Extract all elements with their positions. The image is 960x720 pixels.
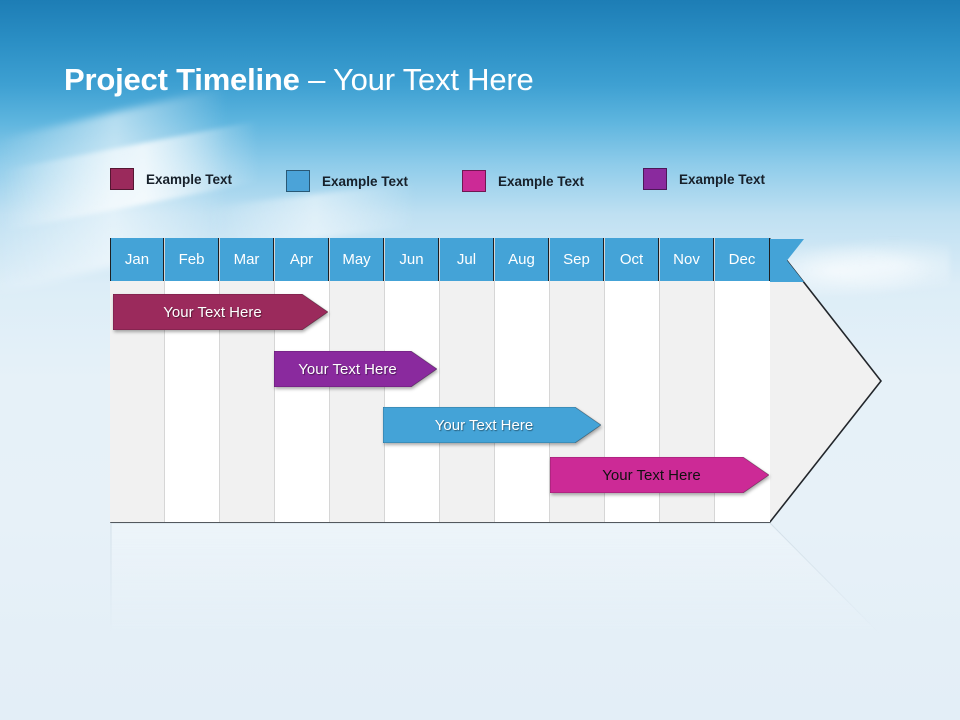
legend-swatch-4: [643, 168, 667, 190]
task-bar-2[interactable]: Your Text Here: [274, 351, 437, 387]
page-title: Project Timeline – Your Text Here: [64, 58, 534, 102]
task-bar-1[interactable]: Your Text Here: [113, 294, 328, 330]
legend-swatch-2: [286, 170, 310, 192]
task-bar-3[interactable]: Your Text Here: [383, 407, 601, 443]
legend-swatch-1: [110, 168, 134, 190]
month-header-may[interactable]: May: [330, 238, 384, 281]
month-column-jan: Jan: [110, 238, 165, 522]
legend-label-3: Example Text: [498, 173, 585, 189]
task-bar-shape-3: [383, 407, 601, 443]
month-header-feb[interactable]: Feb: [165, 238, 219, 281]
legend-label-1: Example Text: [146, 171, 233, 187]
task-bar-label-2: Your Text Here: [298, 360, 397, 378]
month-header-jun[interactable]: Jun: [385, 238, 439, 281]
task-bar-label-1: Your Text Here: [163, 303, 262, 321]
month-column-mar: Mar: [220, 238, 275, 522]
month-header-dec[interactable]: Dec: [715, 238, 770, 281]
legend-label-4: Example Text: [679, 171, 766, 187]
task-bar-label-3: Your Text Here: [434, 416, 534, 434]
task-bar-shape-4: [550, 457, 769, 493]
page-title-bold: Project Timeline: [64, 62, 300, 97]
month-column-aug: Aug: [495, 238, 550, 522]
reflection: [110, 523, 882, 635]
task-bar-shape-2: [274, 351, 437, 387]
month-header-nov[interactable]: Nov: [660, 238, 714, 281]
month-header-mar[interactable]: Mar: [220, 238, 274, 281]
page-title-rest: – Your Text Here: [299, 62, 534, 97]
task-bar-4[interactable]: Your Text Here: [550, 457, 769, 493]
legend-item-3[interactable]: Example Text: [462, 170, 584, 192]
legend-swatch-3: [462, 170, 486, 192]
month-header-sep[interactable]: Sep: [550, 238, 604, 281]
month-column-jul: Jul: [440, 238, 495, 522]
task-bar-label-4: Your Text Here: [602, 466, 701, 484]
month-column-feb: Feb: [165, 238, 220, 522]
legend: Example Text Example Text Example Text Exam…: [110, 160, 850, 206]
month-header-oct[interactable]: Oct: [605, 238, 659, 281]
legend-item-2[interactable]: Example Text: [286, 170, 408, 192]
month-header-aug[interactable]: Aug: [495, 238, 549, 281]
month-header-jul[interactable]: Jul: [440, 238, 494, 281]
legend-label-2: Example Text: [322, 173, 409, 189]
month-header-apr[interactable]: Apr: [275, 238, 329, 281]
month-header-jan[interactable]: Jan: [110, 238, 164, 281]
legend-item-4[interactable]: Example Text: [643, 168, 765, 190]
legend-item-1[interactable]: Example Text: [110, 168, 232, 190]
